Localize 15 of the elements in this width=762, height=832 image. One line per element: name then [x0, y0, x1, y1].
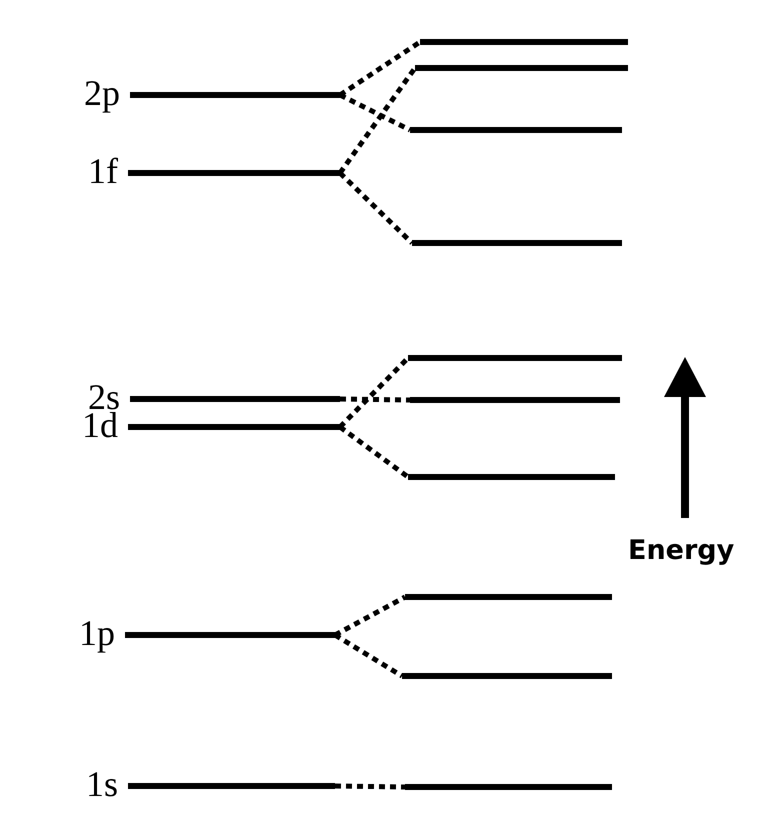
level-label: 1f	[88, 153, 118, 189]
dotted-line	[338, 92, 412, 132]
dotted-line	[334, 784, 406, 790]
dotted-line	[338, 356, 410, 429]
dotted-line	[334, 594, 406, 638]
dotted-line	[338, 424, 410, 480]
level-label: 1s	[86, 766, 118, 802]
level-label: 1p	[79, 615, 115, 651]
dotted-line	[338, 40, 422, 98]
dotted-line	[338, 171, 414, 245]
dotted-line	[334, 632, 404, 678]
dotted-line	[338, 66, 418, 174]
level-label: 2p	[84, 75, 120, 111]
dotted-line	[340, 396, 410, 402]
axis-label: Energy	[628, 535, 734, 566]
